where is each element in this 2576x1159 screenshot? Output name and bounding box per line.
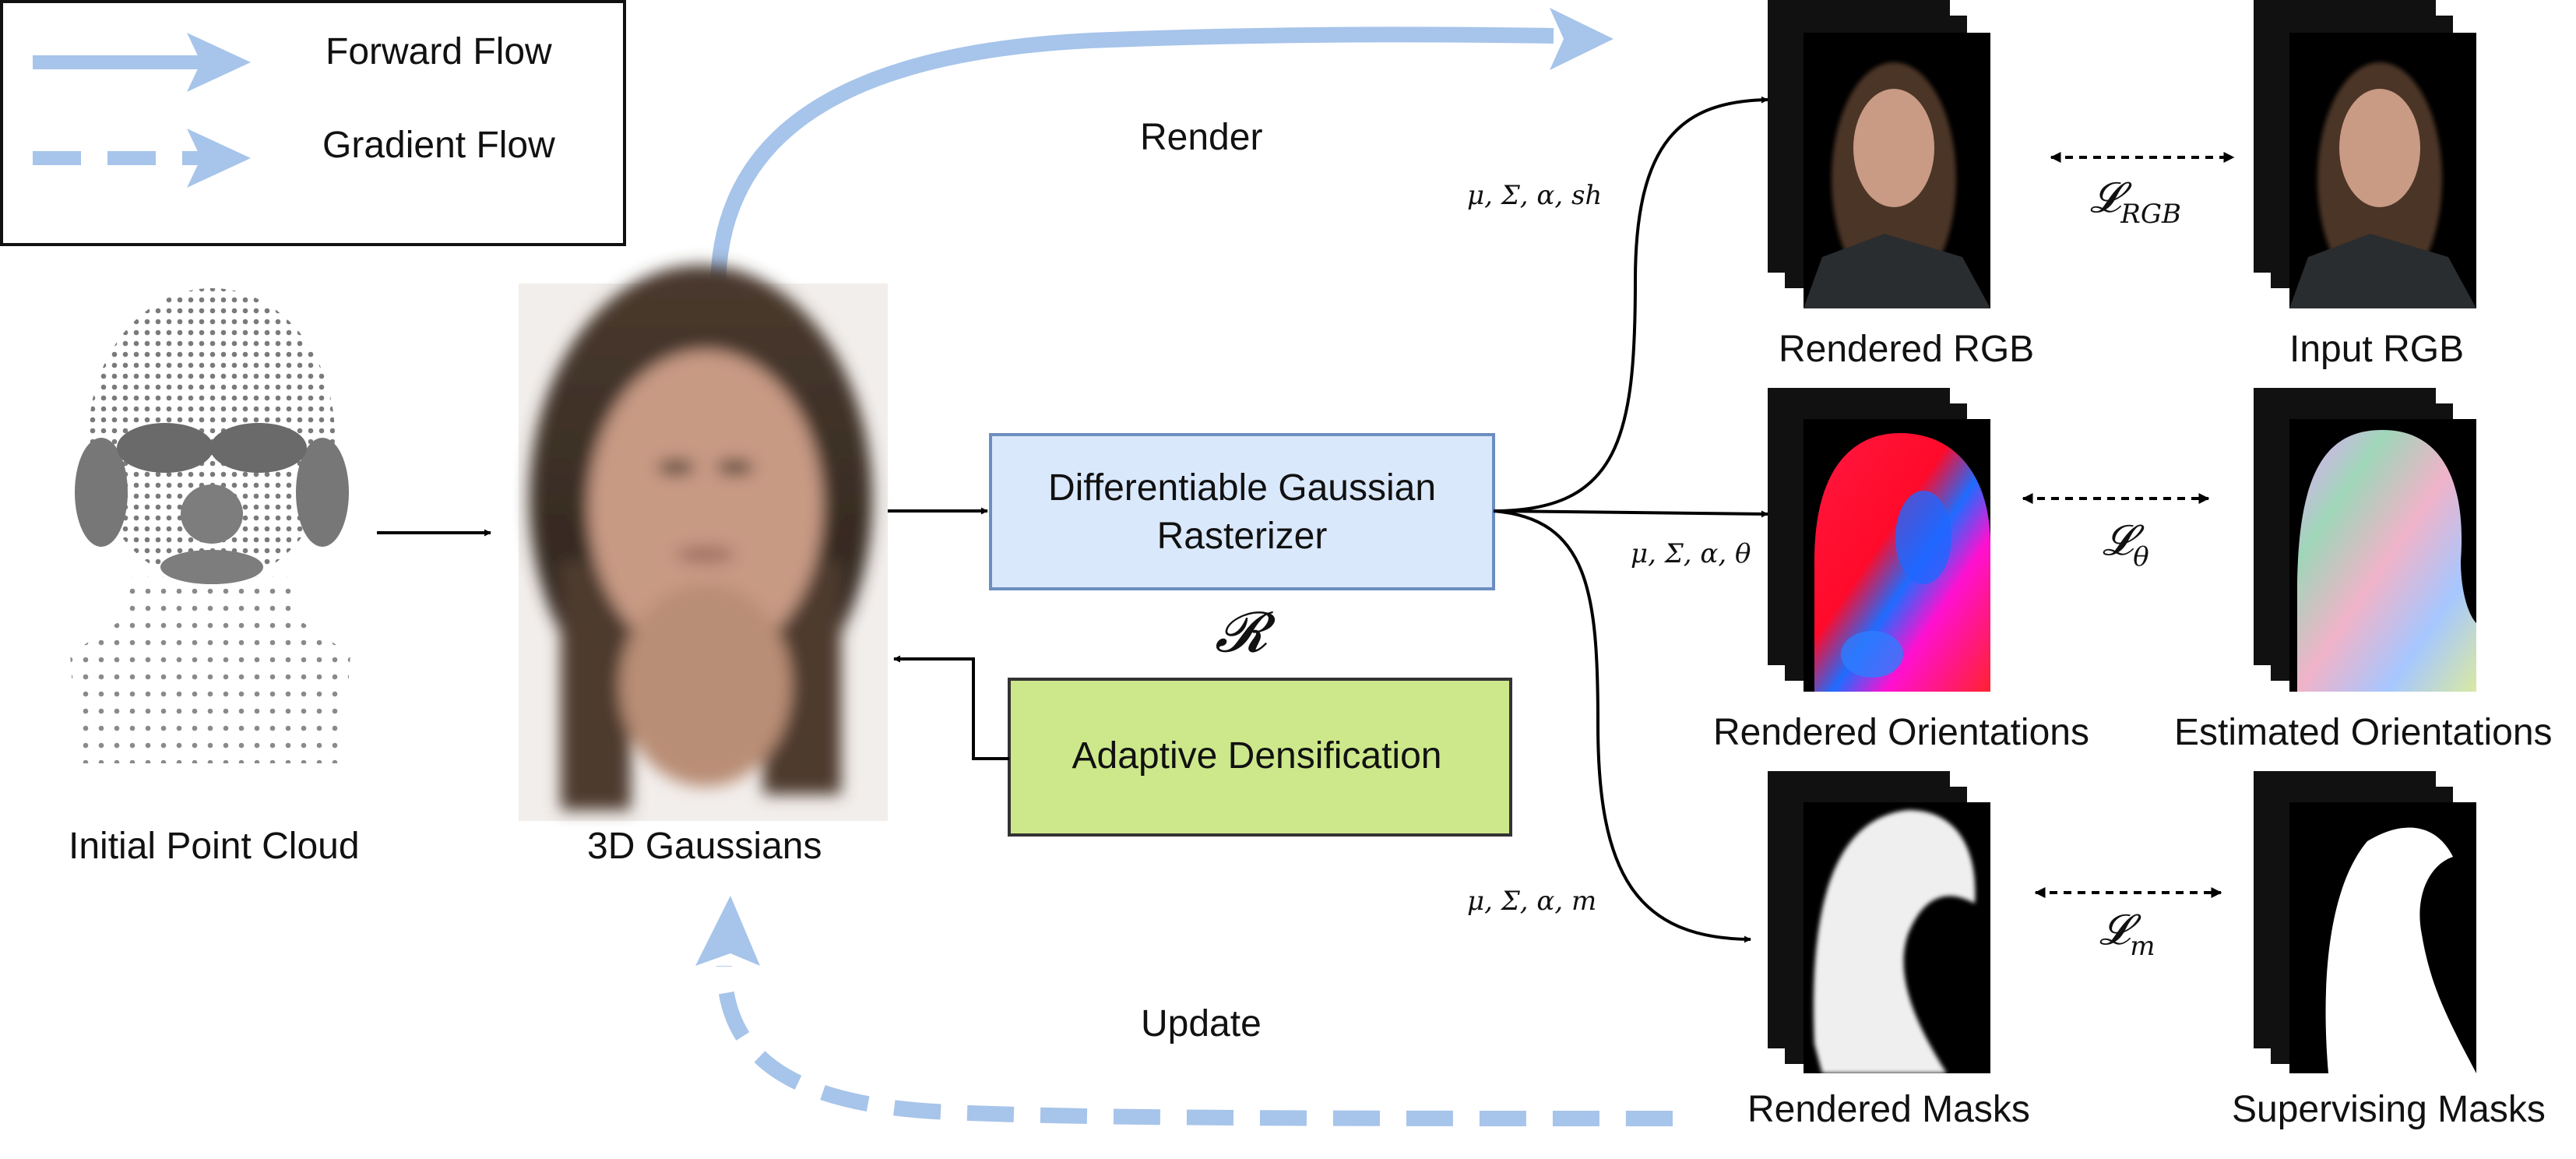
regularization-symbol: 𝓡 [1215,599,1276,664]
rasterizer-box [989,433,1495,590]
point-cloud-label: Initial Point Cloud [69,826,360,867]
rasterizer-to-rgb-arrow [1493,96,1768,513]
render-flow-arrow [710,8,1614,291]
legend-gradient-label: Gradient Flow [322,125,555,166]
orientation-map-icon [1804,419,1990,692]
mask-image-icon [1804,802,1990,1073]
portrait-photo-icon [2289,33,2476,308]
rendered-masks-image [1768,771,1990,1073]
input-rgb-image [2254,0,2476,308]
render-label: Render [1140,117,1262,158]
densification-box [1008,678,1512,837]
rendered-rgb-image [1768,0,1990,308]
mask-loss-label: 𝓛m [2099,905,2155,962]
forward-flow-arrow-icon [33,33,251,92]
rasterizer-label-line2: Rasterizer [1157,516,1328,557]
orientation-map-icon [2289,419,2476,692]
input-rgb-label: Input RGB [2289,329,2464,370]
rasterizer-label-line1: Differentiable Gaussian [1048,467,1436,509]
params-rgb-label: μ, Σ, α, sh [1467,180,1602,211]
gaussians-label: 3D Gaussians [587,826,822,867]
rendered-orient-label: Rendered Orientations [1713,712,2089,753]
legend: Forward Flow Gradient Flow [0,0,626,246]
orient-loss-label: 𝓛θ [2103,516,2149,572]
update-flow-arrow [695,896,1673,1126]
estimated-orient-label: Estimated Orientations [2174,712,2553,753]
rendered-orientations-image [1768,388,1990,692]
mask-image-icon [2289,802,2476,1073]
point-cloud-head-icon [70,288,350,763]
params-mask-label: μ, Σ, α, m [1467,886,1596,917]
portrait-photo-icon [1804,33,1990,308]
gradient-flow-arrow-icon [33,129,251,188]
blurry-face-icon [519,265,888,821]
densification-label: Adaptive Densification [1072,735,1442,777]
supervising-masks-label: Supervising Masks [2232,1089,2546,1130]
rgb-loss-label: 𝓛RGB [2090,173,2181,230]
densification-to-gaussians-arrow [893,655,1009,760]
legend-forward-label: Forward Flow [326,31,552,72]
rasterizer-to-mask-arrow [1493,509,1751,943]
supervising-masks-image [2254,771,2476,1073]
estimated-orientations-image [2254,388,2476,692]
update-label: Update [1141,1003,1262,1045]
params-orient-label: μ, Σ, α, θ [1631,538,1751,569]
rasterizer-to-orient-arrow [1493,509,1768,518]
rendered-masks-label: Rendered Masks [1747,1089,2030,1130]
rendered-rgb-label: Rendered RGB [1779,329,2034,370]
legend-box [0,0,626,246]
